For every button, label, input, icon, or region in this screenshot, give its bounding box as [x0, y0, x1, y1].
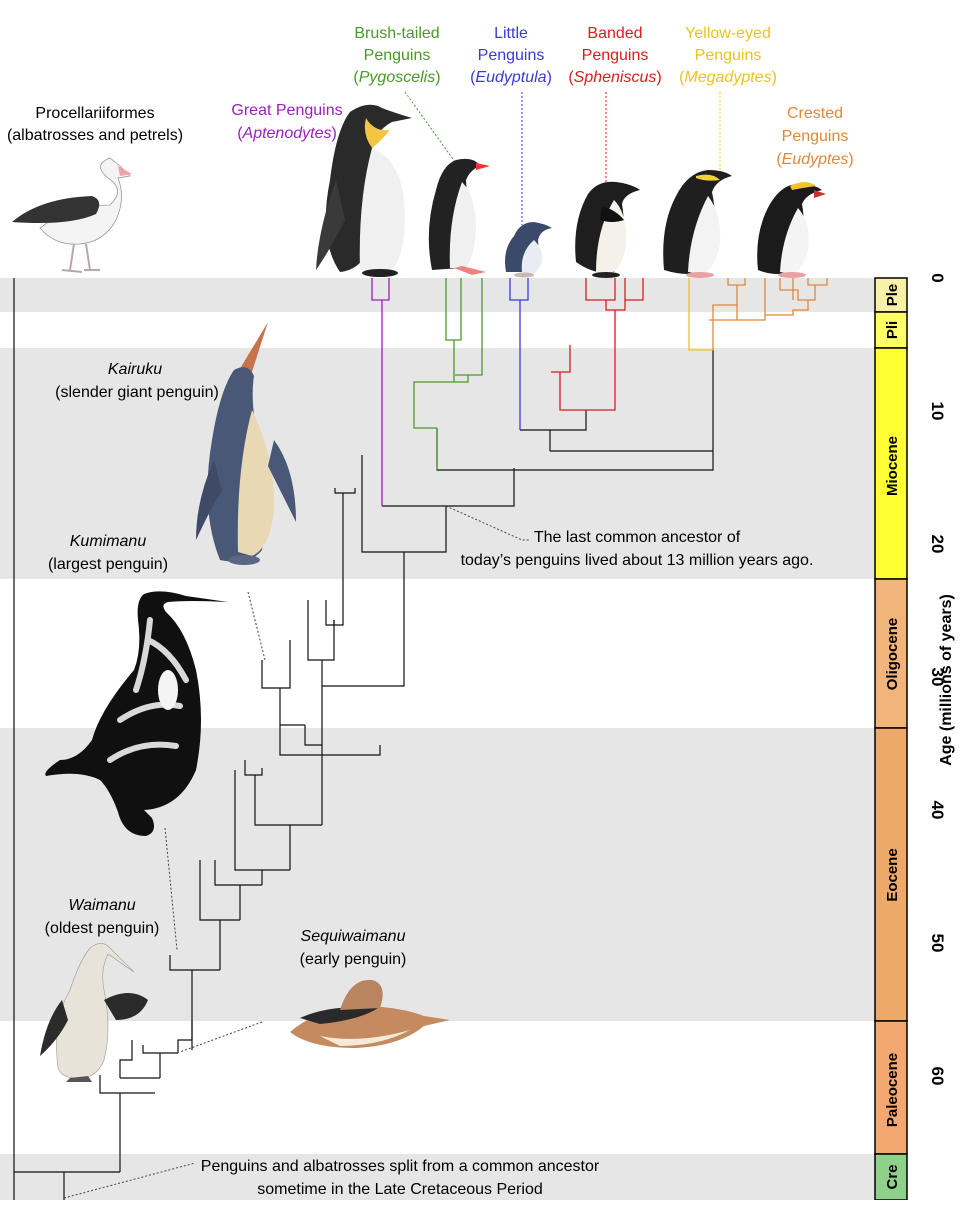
branch-waimanu-node [100, 1040, 160, 1082]
period-label-eocene: Eocene [884, 848, 901, 901]
label-banded-1: Banded [587, 25, 642, 42]
period-label-miocene: Miocene [884, 436, 901, 496]
period-label-pli: Pli [884, 321, 901, 339]
label-crested-1: Crested [787, 105, 843, 122]
leader-brush [405, 92, 455, 162]
little-feet [514, 273, 534, 278]
label-banded-genus: (Spheniscus) [568, 69, 661, 86]
band-pleistocene [0, 278, 875, 312]
annotation-lca-1: The last common ancestor of [534, 529, 741, 546]
label-sequiwaimanu-desc: (early penguin) [300, 951, 407, 968]
label-great-genus: (Aptenodytes) [237, 125, 337, 142]
label-brush-2: Penguins [364, 47, 431, 64]
branch-early-1 [143, 1045, 178, 1078]
label-yellow-genus: (Megadyptes) [679, 69, 777, 86]
label-brush-genus: (Pygoscelis) [353, 69, 440, 86]
label-crested-2: Penguins [782, 128, 849, 145]
label-yellow-genus-italic: Megadyptes [684, 69, 771, 86]
branch-olig-1 [308, 600, 334, 686]
crested-feet [778, 272, 806, 278]
label-kumimanu-name: Kumimanu [70, 533, 147, 550]
axis-title: Age (millions of years) [938, 594, 955, 766]
axis-tick-60: 60 [928, 1067, 947, 1086]
axis-tick-20: 20 [928, 535, 947, 554]
branch-kumimanu [262, 640, 290, 725]
label-sequiwaimanu-name: Sequiwaimanu [301, 928, 406, 945]
yellow-feet [686, 272, 714, 278]
label-waimanu-desc: (oldest penguin) [45, 920, 160, 937]
period-label-paleocene: Paleocene [884, 1053, 901, 1127]
label-great-genus-italic: Aptenodytes [242, 125, 332, 142]
label-little-genus-italic: Eudyptula [475, 69, 546, 86]
annotation-split-1: Penguins and albatrosses split from a co… [201, 1158, 600, 1175]
label-great-1: Great Penguins [231, 102, 342, 119]
label-banded-2: Penguins [582, 47, 649, 64]
age-axis: 0 10 20 30 40 50 60 Age (millions of yea… [928, 273, 955, 1085]
period-label-cretaceous: Cre [884, 1164, 901, 1189]
label-crested-genus-italic: Eudyptes [782, 151, 849, 168]
label-yellow-1: Yellow-eyed [685, 25, 771, 42]
label-little-genus: (Eudyptula) [470, 69, 552, 86]
label-kumimanu-desc: (largest penguin) [48, 556, 168, 573]
gentoo-beak [476, 163, 490, 170]
label-brush-genus-italic: Pygoscelis [359, 69, 435, 86]
label-banded-genus-italic: Spheniscus [574, 69, 657, 86]
label-procellariiformes-2: (albatrosses and petrels) [7, 127, 183, 144]
little-penguin-illustration [505, 222, 552, 278]
label-little-2: Penguins [478, 47, 545, 64]
group-labels: Procellariiformes (albatrosses and petre… [7, 25, 854, 168]
albatross-illustration [12, 158, 132, 272]
label-kairuku-name: Kairuku [108, 361, 162, 378]
axis-tick-50: 50 [928, 934, 947, 953]
label-brush-1: Brush-tailed [354, 25, 439, 42]
label-yellow-2: Penguins [695, 47, 762, 64]
label-little-1: Little [494, 25, 528, 42]
yellow-penguin-illustration [663, 170, 732, 278]
brush-penguin-illustration [429, 159, 490, 275]
leader-kumimanu [248, 592, 265, 660]
axis-tick-40: 40 [928, 801, 947, 820]
kairuku-feet [228, 555, 260, 565]
label-procellariiformes-1: Procellariiformes [35, 105, 154, 122]
kumimanu-skull-opening [158, 670, 178, 710]
banded-penguin-illustration [575, 182, 640, 278]
period-label-oligocene: Oligocene [884, 618, 901, 691]
emperor-feet [362, 269, 398, 277]
annotation-split-2: sometime in the Late Cretaceous Period [257, 1181, 542, 1198]
label-crested-genus: (Eudyptes) [776, 151, 853, 168]
gentoo-feet [454, 266, 486, 275]
crested-beak [814, 190, 826, 198]
label-kairuku-desc: (slender giant penguin) [55, 384, 219, 401]
axis-tick-10: 10 [928, 402, 947, 421]
crested-penguin-illustration [757, 182, 826, 278]
axis-tick-0: 0 [928, 273, 947, 282]
magellanic-feet [592, 272, 620, 278]
albatross-beak [118, 166, 132, 176]
label-waimanu-name: Waimanu [68, 897, 135, 914]
period-label-ple: Ple [884, 284, 901, 307]
annotation-lca-2: today’s penguins lived about 13 million … [461, 552, 814, 569]
albatross-legs [62, 244, 100, 272]
